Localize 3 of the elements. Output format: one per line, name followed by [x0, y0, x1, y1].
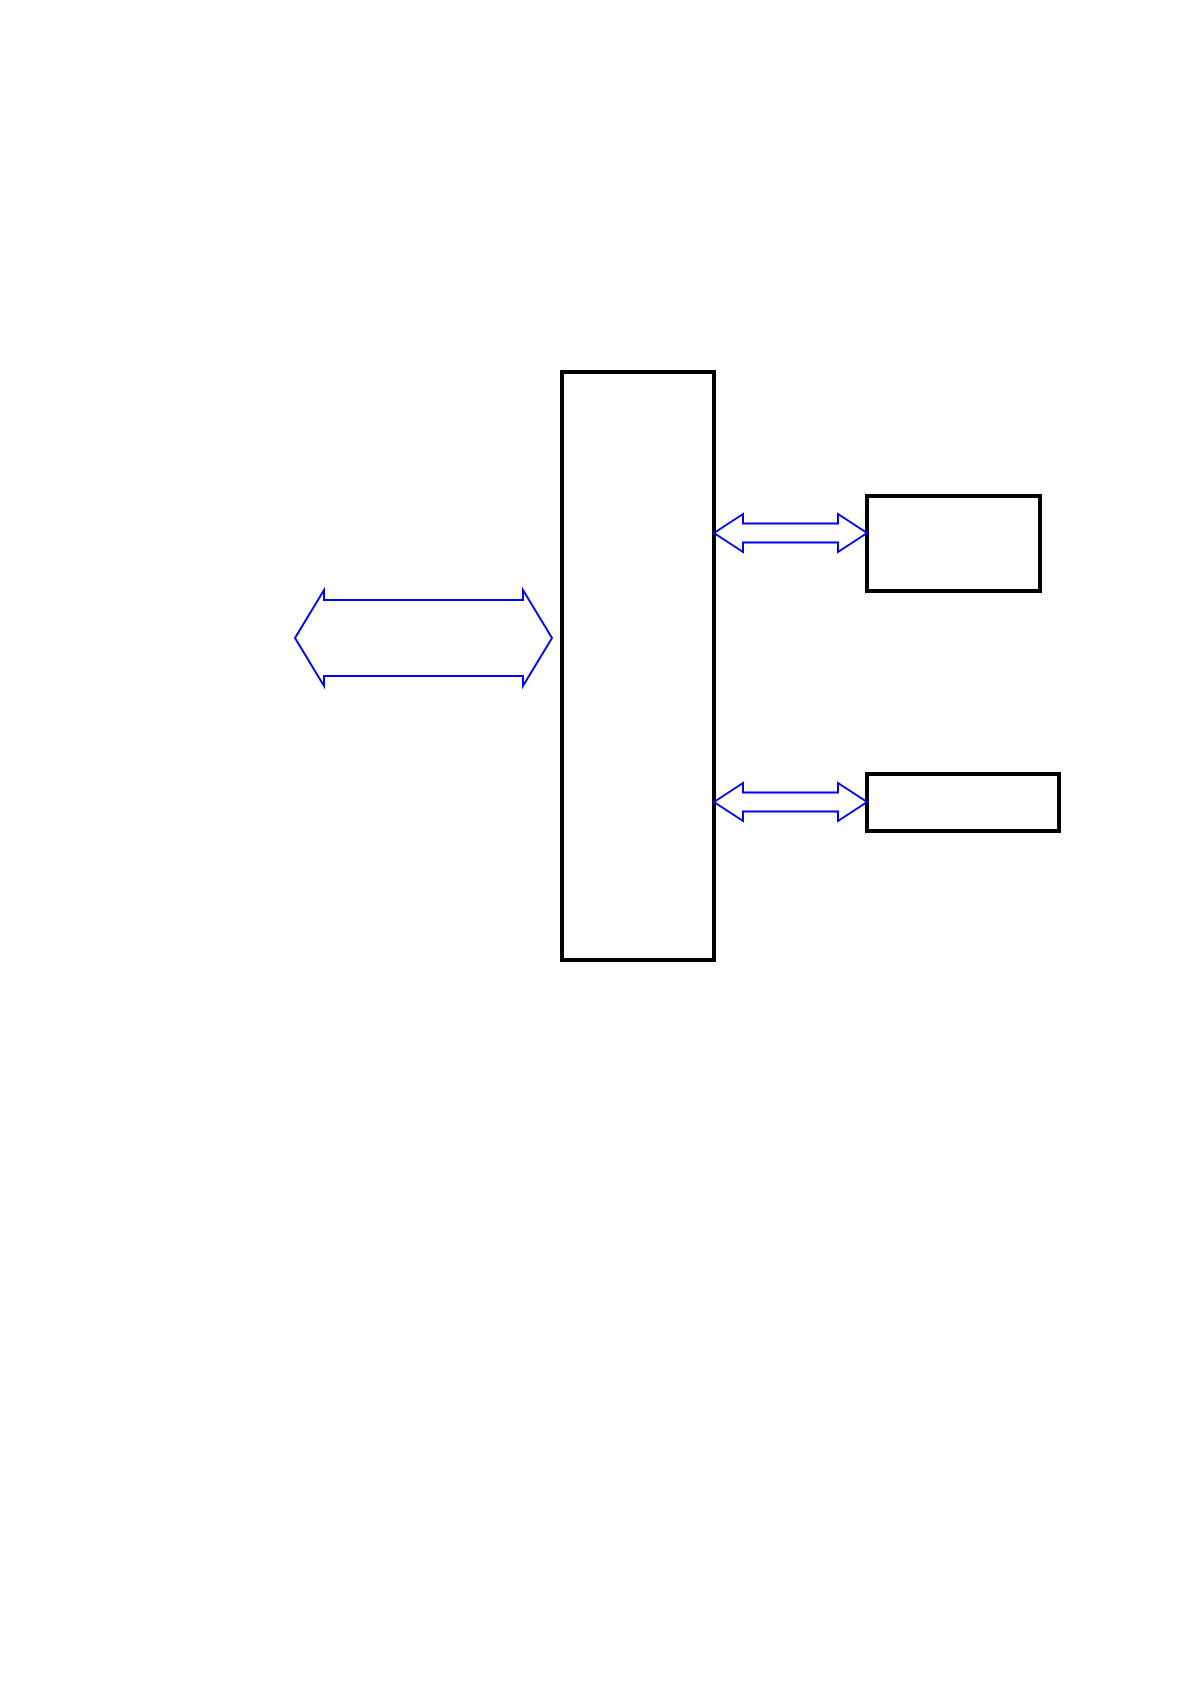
- block-box: [865, 494, 1042, 593]
- block-box: [560, 370, 716, 962]
- block-box: [865, 772, 1061, 833]
